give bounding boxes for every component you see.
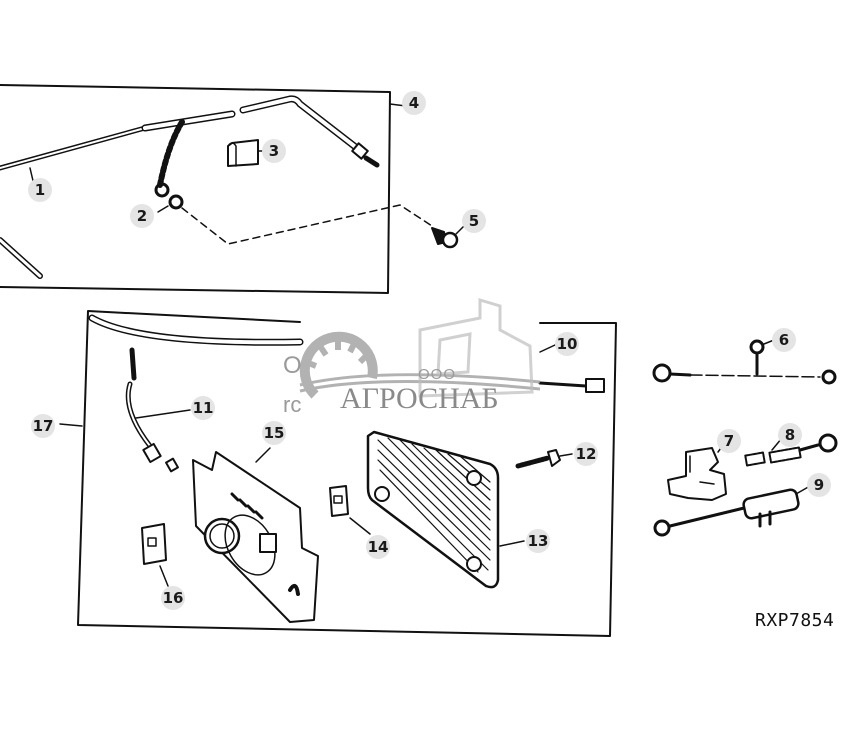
watermark-gear-icon: [299, 331, 541, 399]
callout-14: 14: [366, 535, 390, 559]
watermark-fragment-1: О: [283, 352, 302, 379]
clip-part-3: [227, 139, 265, 167]
callout-15: 15: [262, 421, 286, 445]
panel-part-13: [366, 430, 525, 589]
fuse-link-part-8: [744, 433, 838, 467]
dashed-leader-2-to-5: [181, 204, 433, 245]
callout-5: 5: [462, 209, 486, 233]
callout-1: 1: [28, 178, 52, 202]
callout-11: 11: [191, 396, 215, 420]
cable-part-2: [154, 119, 185, 213]
callout-4: 4: [402, 91, 426, 115]
watermark-prefix: ООО: [418, 366, 457, 383]
callout-13: 13: [526, 529, 550, 553]
callout-2: 2: [130, 204, 154, 228]
callout-9: 9: [807, 473, 831, 497]
clip-part-14: [329, 485, 371, 535]
watermark-harvester-icon: [418, 297, 534, 398]
callout-7: 7: [717, 429, 741, 453]
callout-17: 17: [31, 414, 55, 438]
screw-part-5: [431, 225, 465, 249]
callout-3: 3: [262, 139, 286, 163]
callout-6: 6: [772, 328, 796, 352]
connector-part-10: [538, 378, 605, 393]
callout-12: 12: [574, 442, 598, 466]
clip-part-16: [141, 523, 169, 587]
lower-assembly-frame: [59, 310, 617, 637]
motor-plate-part-15: [192, 447, 319, 623]
ground-wire-part-6: [652, 339, 837, 385]
callout-16: 16: [161, 586, 185, 610]
callout-10: 10: [555, 332, 579, 356]
watermark-fragment-2: rc: [283, 392, 302, 417]
callout-8: 8: [778, 423, 802, 447]
rod-part-1: [0, 95, 380, 279]
watermark-brand: АГРОСНАБ: [340, 382, 499, 415]
wiring-harness-part-11: [88, 314, 304, 473]
diagram-reference-code: RXP7854: [755, 610, 835, 631]
bracket-part-7: [667, 443, 727, 501]
screw-part-12: [515, 449, 573, 469]
